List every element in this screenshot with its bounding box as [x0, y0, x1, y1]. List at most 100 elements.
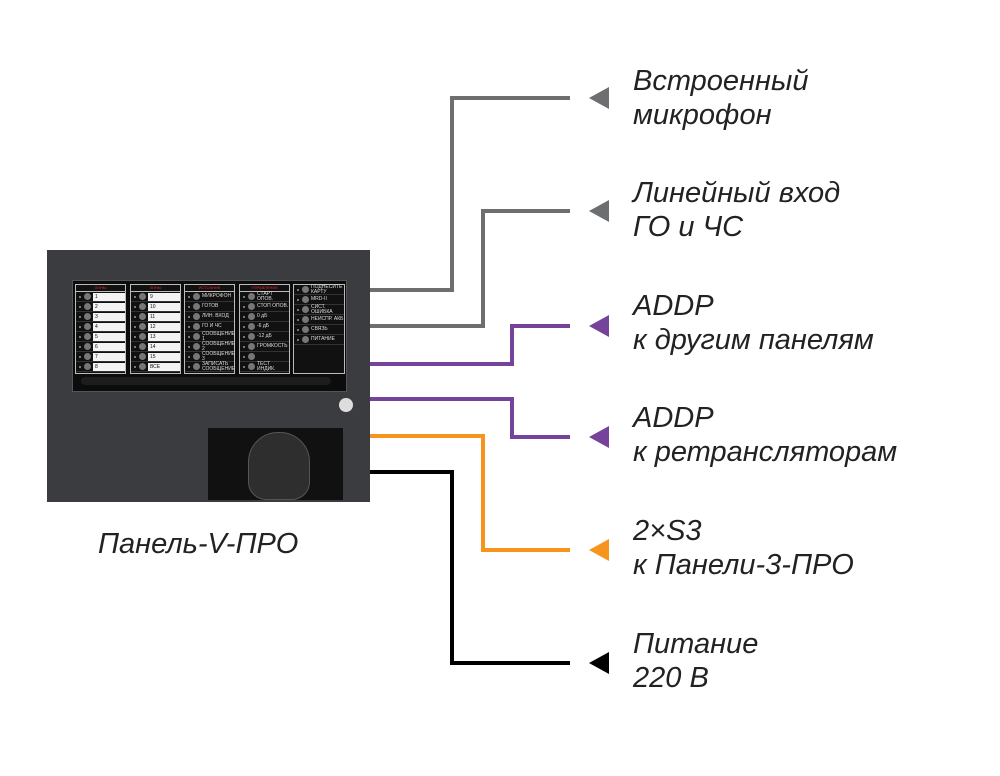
row-label: ЛИН. ВХОД [202, 313, 229, 320]
panel-row[interactable]: 6 [76, 342, 125, 352]
button-icon [248, 313, 255, 320]
panel-row[interactable]: ВСЕ [131, 362, 180, 372]
led-icon [188, 365, 190, 368]
panel-row[interactable]: 4 [76, 322, 125, 332]
button-icon [84, 333, 91, 340]
panel-row[interactable]: 15 [131, 352, 180, 362]
panel-row[interactable]: 11 [131, 312, 180, 322]
wire-s3 [370, 434, 570, 552]
led-icon [188, 315, 190, 318]
label-line: ГО и ЧС [633, 211, 744, 243]
button-icon [193, 343, 200, 350]
panel-row[interactable]: -6 дБ [240, 322, 289, 332]
panel-row[interactable]: СООБЩЕНИЕ 3 [185, 352, 235, 362]
panel-row[interactable]: 14 [131, 342, 180, 352]
panel-row[interactable]: 13 [131, 332, 180, 342]
key-lock [339, 398, 353, 412]
row-label: 5 [93, 332, 125, 341]
panel-row[interactable]: ГО И ЧС [185, 322, 234, 332]
panel-row[interactable]: СООБЩЕНИЕ 1 [185, 332, 235, 342]
panel-row[interactable]: ЗАПИСАТЬ СООБЩЕНИЕ [185, 362, 235, 372]
panel-row[interactable]: 9 [131, 292, 180, 302]
panel-row[interactable]: ПИТАНИЕ [294, 335, 344, 345]
label-line: Встроенный [633, 65, 809, 97]
row-label: СТОП ОПОВ. [257, 303, 289, 310]
led-icon [134, 325, 136, 328]
button-icon [193, 293, 200, 300]
row-label: СВЯЗЬ [311, 326, 328, 333]
panel-row[interactable]: ПОДНЕСИТЕ КАРТУ [294, 285, 344, 295]
column-header: ИСТОЧНИК [185, 285, 234, 292]
button-icon [139, 323, 146, 330]
led-icon [79, 315, 81, 318]
led-icon [297, 318, 299, 321]
row-label: 2 [93, 302, 125, 311]
led-icon [297, 308, 299, 311]
panel-row[interactable]: СВЯЗЬ [294, 325, 344, 335]
column-header: ЗОНЫ [76, 285, 125, 292]
panel-row[interactable]: 1 [76, 292, 125, 302]
button-icon [84, 303, 91, 310]
button-icon [139, 343, 146, 350]
row-label: 15 [148, 352, 180, 361]
panel-row[interactable]: -12 дБ [240, 332, 289, 342]
led-icon [297, 328, 299, 331]
panel-row[interactable]: СИСТ. ОШИБКА [294, 305, 344, 315]
row-label: ТЕСТ ИНДИК. [257, 361, 276, 372]
panel-row[interactable]: 5 [76, 332, 125, 342]
label-line: ADDP [633, 402, 714, 434]
panel-row[interactable]: ГРОМКОСТЬ [240, 342, 289, 352]
row-label: 9 [148, 292, 180, 301]
led-icon [243, 325, 245, 328]
button-icon [302, 296, 309, 303]
panel-row[interactable]: СТОП ОПОВ. [240, 302, 289, 312]
panel-row[interactable] [240, 352, 289, 362]
panel-row[interactable]: ТЕСТ ИНДИК. [240, 362, 289, 372]
panel-row[interactable]: СООБЩЕНИЕ 2 [185, 342, 235, 352]
led-icon [243, 295, 245, 298]
wire-power [370, 470, 570, 665]
button-icon [139, 333, 146, 340]
panel-row[interactable]: ГОТОВ [185, 302, 234, 312]
button-icon [84, 323, 91, 330]
arrow-icon [589, 652, 609, 674]
led-icon [134, 335, 136, 338]
button-icon [248, 323, 255, 330]
microphone-icon [248, 432, 310, 500]
button-icon [139, 363, 146, 370]
label-line: Питание [633, 628, 759, 660]
panel-row[interactable]: 3 [76, 312, 125, 322]
panel-row[interactable]: МИКРОФОН [185, 292, 234, 302]
button-icon [193, 353, 200, 360]
led-icon [79, 325, 81, 328]
button-icon [193, 323, 200, 330]
arrow-icon [589, 315, 609, 337]
panel-row[interactable]: 8 [76, 362, 125, 372]
panel-row[interactable]: 0 дБ [240, 312, 289, 322]
button-icon [248, 363, 255, 370]
arrow-icon [589, 87, 609, 109]
column-header: ЗОНЫ [131, 285, 180, 292]
panel-row[interactable]: СТАРТ ОПОВ. [240, 292, 289, 302]
led-icon [297, 298, 299, 301]
button-icon [248, 293, 255, 300]
panel-row[interactable]: MRD-II [294, 295, 344, 305]
panel-row[interactable]: 10 [131, 302, 180, 312]
panel-row[interactable]: НЕИСПР. АКБ [294, 315, 344, 325]
panel-row[interactable]: 2 [76, 302, 125, 312]
button-icon [193, 363, 200, 370]
panel-row[interactable]: 12 [131, 322, 180, 332]
panel-row[interactable]: 7 [76, 352, 125, 362]
panel-caption: Панель-V-ПРО [98, 528, 299, 560]
button-icon [139, 353, 146, 360]
button-icon [193, 303, 200, 310]
led-icon [188, 335, 190, 338]
panel-row[interactable]: ЛИН. ВХОД [185, 312, 234, 322]
row-label: ВСЕ [148, 362, 180, 371]
led-icon [79, 355, 81, 358]
